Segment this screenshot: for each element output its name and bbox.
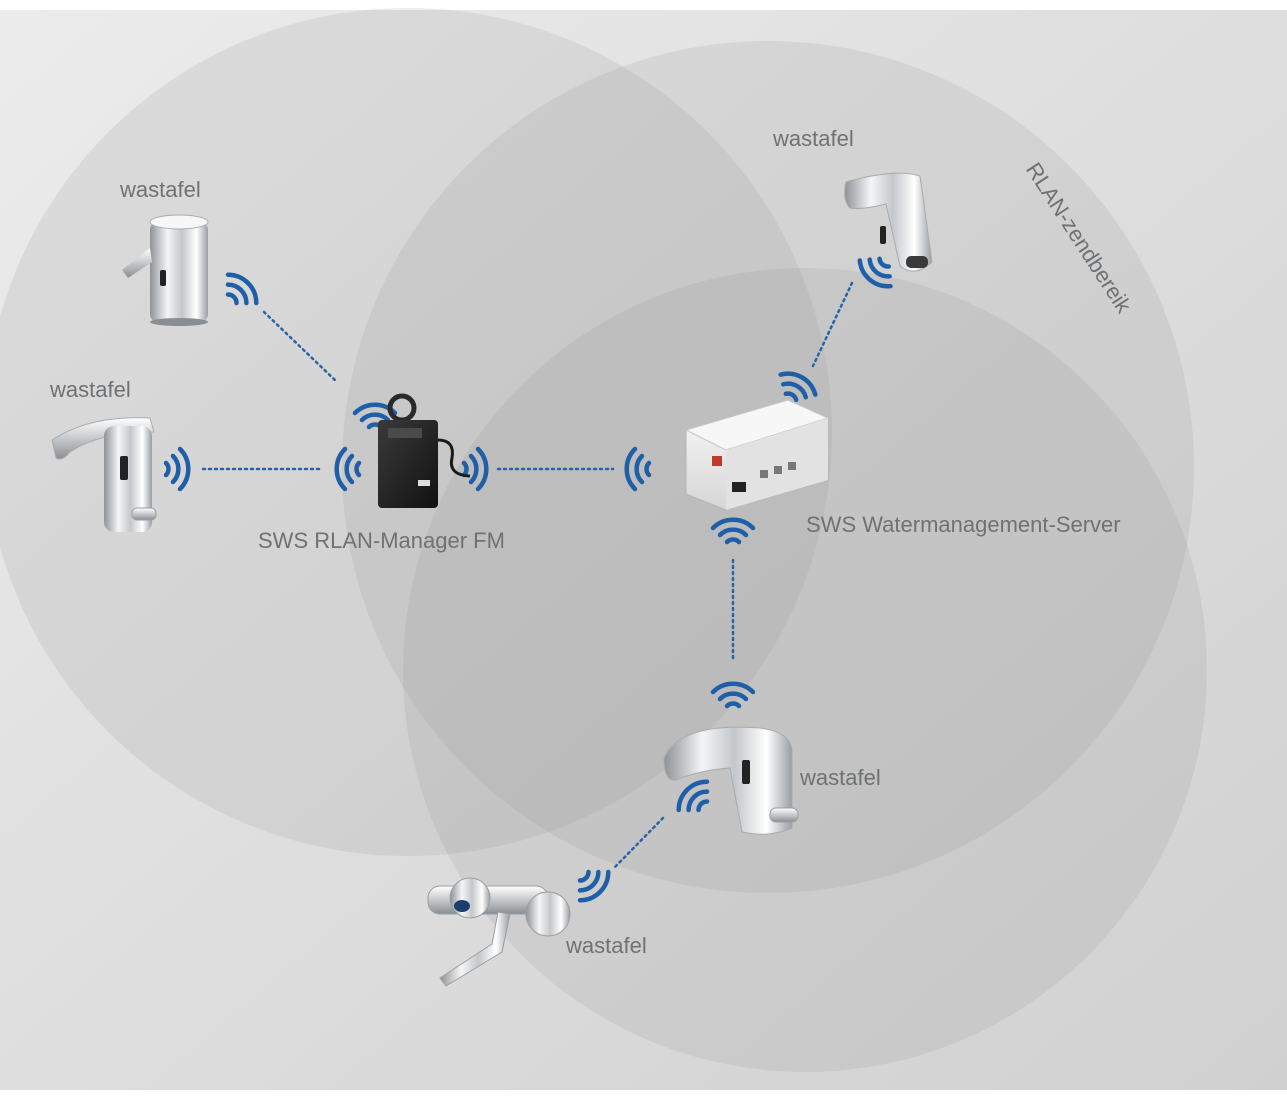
link-faucet4-faucet5 <box>612 816 665 870</box>
range-circle-faucets <box>403 268 1207 1072</box>
server-label: SWS Watermanagement-Server <box>806 512 1121 537</box>
faucet-label: wastafel <box>773 126 854 151</box>
signal-wave-icon <box>334 446 362 492</box>
wall-mixer-faucet-icon <box>427 877 571 987</box>
signal-links <box>201 281 854 870</box>
faucet-label: wastafel <box>120 177 201 202</box>
signal-wave-icon <box>163 446 191 492</box>
signal-waves <box>163 256 893 903</box>
signal-wave-icon <box>778 371 818 403</box>
signal-wave-icon <box>857 256 893 289</box>
faucet-label: wastafel <box>50 377 131 402</box>
manager-label: SWS RLAN-Manager FM <box>258 528 505 553</box>
sensor-faucet-icon <box>844 172 933 272</box>
din-rail-server <box>684 399 830 511</box>
link-faucet1-manager <box>262 310 339 384</box>
top-margin <box>0 0 1287 10</box>
faucet-label: wastafel <box>800 765 881 790</box>
bottom-margin <box>0 1090 1287 1106</box>
signal-wave-icon <box>710 681 756 709</box>
signal-wave-icon <box>624 446 652 492</box>
sensor-faucet-icon <box>51 417 157 532</box>
rlan-manager-device <box>378 393 471 508</box>
faucet-label: wastafel <box>566 933 647 958</box>
signal-wave-icon <box>710 517 756 545</box>
sensor-faucet-icon <box>122 214 209 326</box>
sensor-faucet-icon <box>663 726 799 835</box>
